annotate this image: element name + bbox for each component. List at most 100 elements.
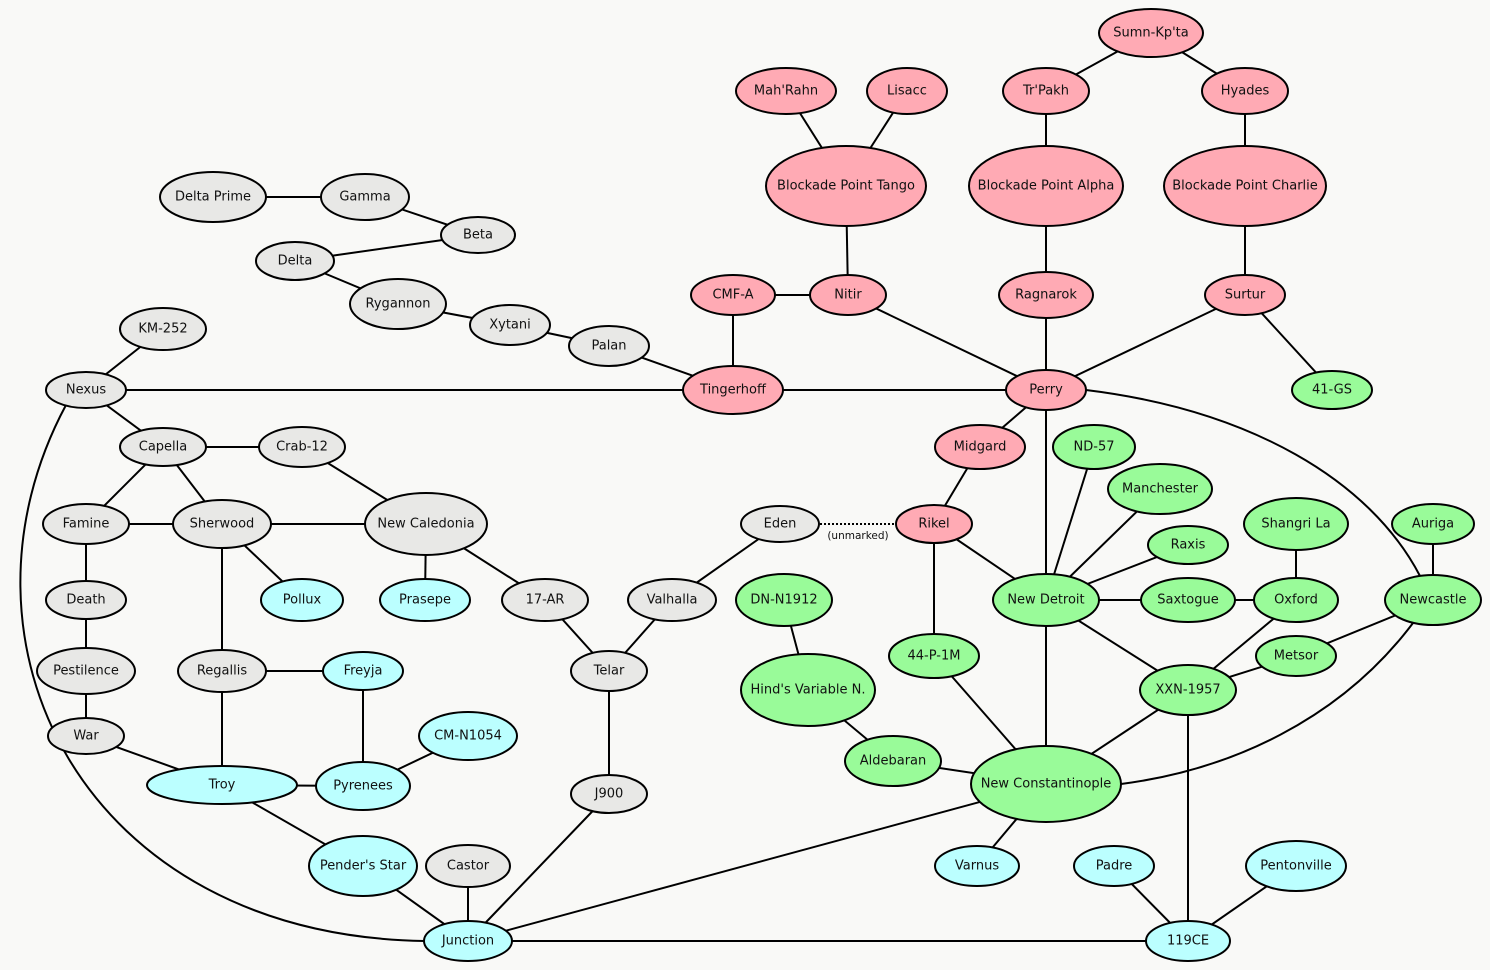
node-auriga[interactable]: Auriga [1391, 503, 1475, 545]
node-manchester[interactable]: Manchester [1107, 463, 1213, 515]
node-nitir[interactable]: Nitir [809, 274, 887, 316]
node-xxn1957[interactable]: XXN-1957 [1139, 664, 1237, 716]
node-ellipse-midgard [934, 424, 1026, 470]
node-prasepe[interactable]: Prasepe [379, 578, 471, 622]
node-midgard[interactable]: Midgard [934, 424, 1026, 470]
node-nd57[interactable]: ND-57 [1052, 424, 1136, 470]
node-ar17[interactable]: 17-AR [501, 578, 589, 622]
node-label-prasepe: Prasepe [399, 593, 451, 608]
node-newcaledonia[interactable]: New Caledonia [364, 492, 488, 556]
node-pestilence[interactable]: Pestilence [36, 647, 136, 695]
node-regallis[interactable]: Regallis [177, 649, 267, 693]
node-cmfa[interactable]: CMF-A [690, 274, 776, 316]
node-deltaprime[interactable]: Delta Prime [159, 171, 267, 223]
node-perry[interactable]: Perry [1005, 369, 1087, 411]
node-cmn1054[interactable]: CM-N1054 [418, 711, 518, 761]
node-famine[interactable]: Famine [42, 503, 130, 545]
node-valhalla[interactable]: Valhalla [627, 578, 717, 622]
node-castor[interactable]: Castor [425, 844, 511, 888]
node-ellipse-gs41 [1291, 370, 1373, 410]
node-ellipse-palan [568, 325, 650, 367]
node-gamma[interactable]: Gamma [320, 173, 410, 221]
node-mahrahn[interactable]: Mah'Rahn [735, 67, 837, 115]
node-ellipse-cmfa [690, 274, 776, 316]
node-rikel[interactable]: Rikel [895, 504, 973, 544]
node-surtur[interactable]: Surtur [1204, 274, 1286, 316]
node-war[interactable]: War [47, 717, 125, 755]
node-j900[interactable]: J900 [570, 774, 648, 814]
edge-nitir-perry [847, 294, 1047, 391]
node-tingerhoff[interactable]: Tingerhoff [682, 365, 784, 415]
node-ellipse-nd57 [1052, 424, 1136, 470]
node-beta[interactable]: Beta [440, 216, 516, 254]
node-sumn[interactable]: Sumn-Kp'ta [1098, 8, 1204, 58]
node-ellipse-oxford [1253, 577, 1339, 623]
node-nexus[interactable]: Nexus [45, 371, 127, 409]
node-ellipse-eden [740, 505, 820, 543]
node-telar[interactable]: Telar [570, 650, 648, 692]
node-ellipse-saxtogue [1140, 577, 1236, 623]
node-freyja[interactable]: Freyja [322, 651, 404, 691]
node-ellipse-metsor [1255, 635, 1337, 677]
node-padre[interactable]: Padre [1073, 845, 1155, 887]
node-oxford[interactable]: Oxford [1253, 577, 1339, 623]
node-ellipse-beta [440, 216, 516, 254]
node-ellipse-raxis [1147, 525, 1229, 565]
node-death[interactable]: Death [45, 580, 127, 620]
node-ragnarok[interactable]: Ragnarok [998, 271, 1094, 319]
node-penders[interactable]: Pender's Star [308, 835, 418, 897]
node-troy[interactable]: Troy [146, 765, 298, 805]
node-newconst[interactable]: New Constantinople [970, 745, 1122, 823]
node-saxtogue[interactable]: Saxtogue [1140, 577, 1236, 623]
node-palan[interactable]: Palan [568, 325, 650, 367]
node-junction[interactable]: Junction [423, 920, 513, 962]
node-label-sumn: Sumn-Kp'ta [1113, 26, 1189, 41]
node-bpalpha[interactable]: Blockade Point Alpha [968, 145, 1124, 227]
node-gs41[interactable]: 41-GS [1291, 370, 1373, 410]
node-label-pentonville: Pentonville [1260, 859, 1331, 874]
node-pollux[interactable]: Pollux [260, 578, 344, 622]
node-eden[interactable]: Eden [740, 505, 820, 543]
node-sherwood[interactable]: Sherwood [172, 499, 272, 549]
node-ce119[interactable]: 119CE [1145, 920, 1231, 962]
node-ellipse-manchester [1107, 463, 1213, 515]
node-aldebaran[interactable]: Aldebaran [844, 735, 942, 787]
node-bptango[interactable]: Blockade Point Tango [765, 145, 927, 227]
edge-newconst-junction [467, 783, 1047, 942]
node-newdetroit[interactable]: New Detroit [992, 573, 1100, 627]
node-newcastle[interactable]: Newcastle [1384, 574, 1482, 626]
node-ellipse-hyades [1201, 67, 1289, 115]
edge-perry-newcastle [1085, 389, 1421, 577]
node-shangrila[interactable]: Shangri La [1243, 497, 1349, 551]
node-ellipse-bpcharlie [1163, 145, 1327, 227]
node-ellipse-gamma [320, 173, 410, 221]
node-pyrenees[interactable]: Pyrenees [315, 761, 411, 811]
node-trpakh[interactable]: Tr'Pakh [1002, 67, 1090, 115]
node-xytani[interactable]: Xytani [469, 304, 551, 346]
edge-surtur-perry [1045, 294, 1246, 391]
node-label-delta: Delta [278, 254, 313, 269]
node-bpcharlie[interactable]: Blockade Point Charlie [1163, 145, 1327, 227]
node-hyades[interactable]: Hyades [1201, 67, 1289, 115]
node-label-shangrila: Shangri La [1261, 517, 1330, 532]
node-label-capella: Capella [139, 440, 187, 455]
node-label-gs41: 41-GS [1312, 383, 1352, 398]
node-p1m44[interactable]: 44-P-1M [888, 633, 980, 679]
node-hinds[interactable]: Hind's Variable N. [740, 653, 876, 727]
node-varnus[interactable]: Varnus [934, 845, 1020, 887]
node-crab12[interactable]: Crab-12 [258, 426, 346, 468]
node-ellipse-cmn1054 [418, 711, 518, 761]
node-label-km252: KM-252 [138, 322, 187, 337]
node-metsor[interactable]: Metsor [1255, 635, 1337, 677]
node-km252[interactable]: KM-252 [119, 307, 207, 351]
node-capella[interactable]: Capella [119, 427, 207, 467]
node-rygannon[interactable]: Rygannon [349, 278, 447, 330]
node-ellipse-p1m44 [888, 633, 980, 679]
node-pentonville[interactable]: Pentonville [1245, 840, 1347, 892]
node-dnn1912[interactable]: DN-N1912 [735, 573, 833, 627]
node-label-war: War [73, 729, 99, 744]
node-delta[interactable]: Delta [255, 241, 335, 281]
node-raxis[interactable]: Raxis [1147, 525, 1229, 565]
node-lisacc[interactable]: Lisacc [866, 67, 948, 115]
node-ellipse-rygannon [349, 278, 447, 330]
